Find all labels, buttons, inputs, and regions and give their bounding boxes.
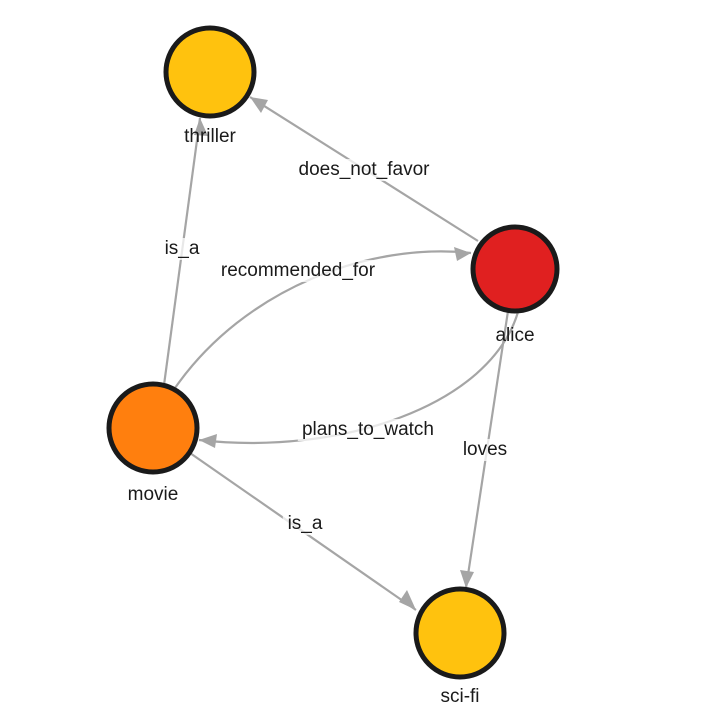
arrow-head-icon [460,570,474,588]
arrow-head-icon [199,434,217,448]
edge-labels-layer: does_not_favor is_a recommended_for plans_t… [159,159,512,535]
node-label-thriller: thriller [184,126,236,147]
arrow-head-icon [250,97,268,113]
edge-label-backdrop [282,513,328,535]
edge-label-backdrop [458,439,512,461]
arrow-head-icon [399,590,416,610]
edge-label: is_a [165,238,200,259]
edge-label: loves [463,439,507,460]
edge-label-backdrop [223,260,373,282]
node-label-alice: alice [495,325,534,346]
node-labels-layer: thriller alice movie sci-fi [128,126,535,707]
arrow-head-icon [194,118,208,136]
graph-edge[interactable] [198,311,520,448]
edge-label: plans_to_watch [302,419,434,440]
edge-label: recommended_for [221,260,376,281]
edge-label: does_not_favor [299,159,431,180]
graph-node-sci-fi[interactable] [413,586,507,680]
graph-node-thriller[interactable] [163,25,257,119]
node-label-movie: movie [128,484,179,505]
edge-label: is_a [288,513,323,534]
nodes-layer [106,25,560,680]
graph-node-movie[interactable] [106,381,200,475]
edge-line [198,311,520,444]
edge-label-backdrop [159,238,205,260]
edge-label-backdrop [297,419,439,441]
graph-node-alice[interactable] [470,224,560,314]
node-label-sci-fi: sci-fi [440,686,479,707]
edge-label-backdrop [293,159,435,181]
arrow-head-icon [454,247,471,261]
